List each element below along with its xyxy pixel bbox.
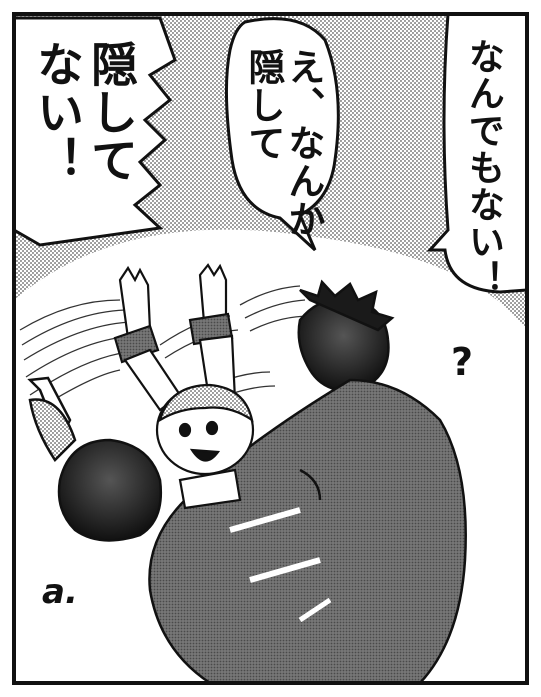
- panel-border: [12, 12, 529, 685]
- right-character: [148, 279, 467, 685]
- sound-effect-text: a.: [42, 572, 78, 612]
- right-bubble-text: なんでもない！: [462, 38, 504, 297]
- left-speech-bubble: [12, 16, 177, 247]
- right-speech-bubble: [426, 12, 529, 294]
- question-mark-sfx: ?: [451, 340, 474, 384]
- center-character: [113, 263, 255, 510]
- middle-bubble-text: え、なんか 隠して: [241, 48, 325, 238]
- left-character: [27, 376, 162, 542]
- middle-speech-bubble: [224, 17, 340, 252]
- left-bubble-text: 隠して ない！: [28, 40, 138, 184]
